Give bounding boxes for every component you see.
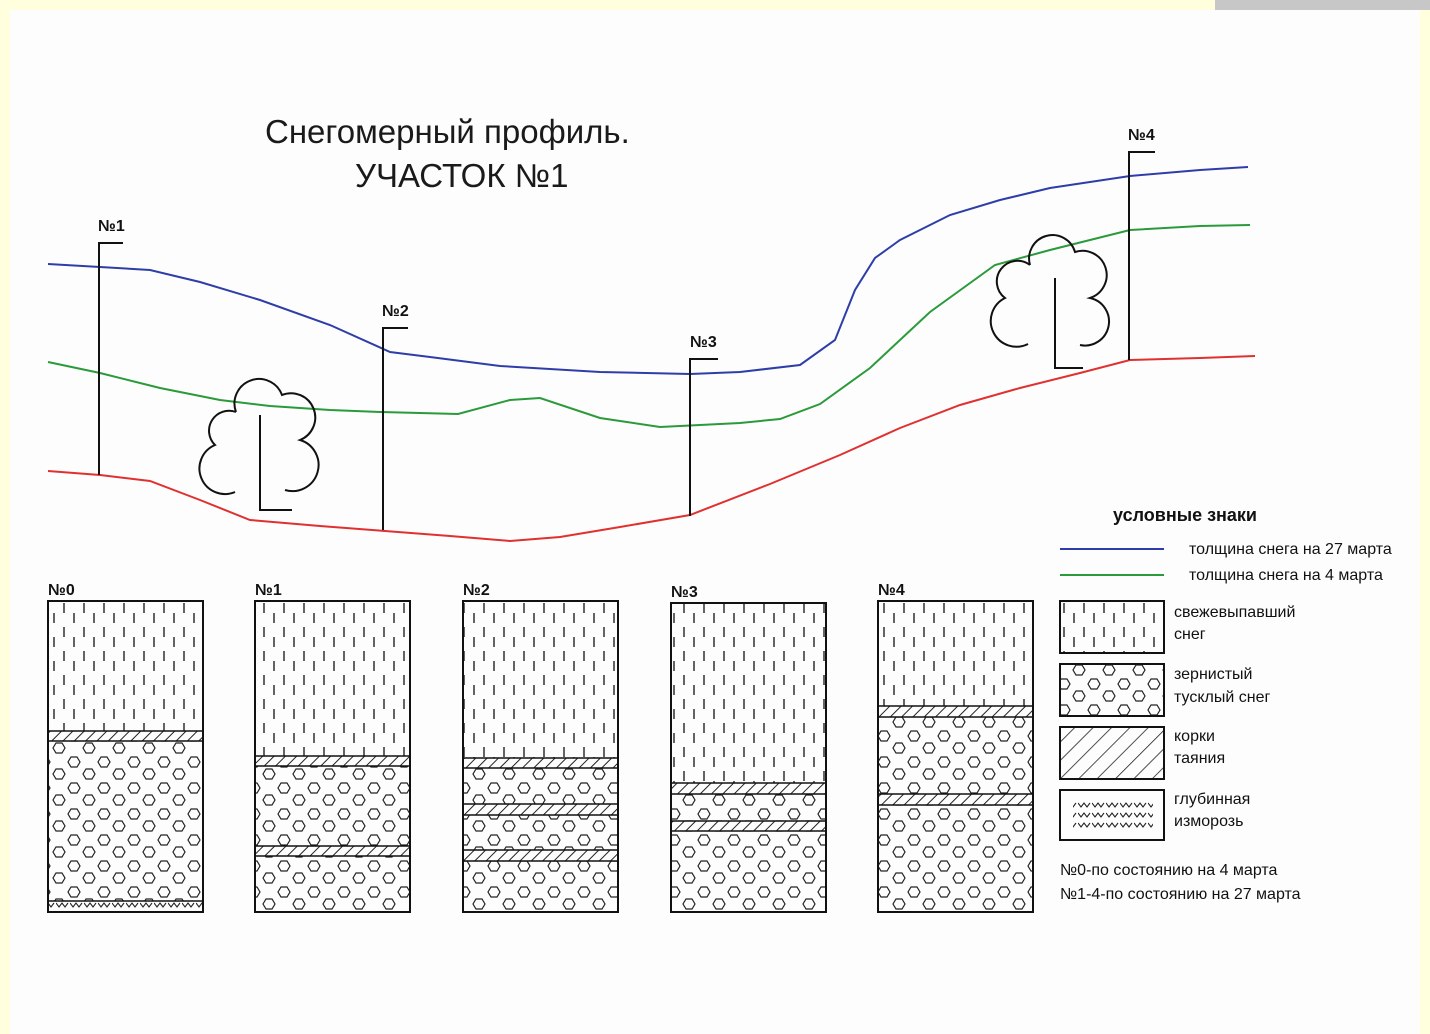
legend-crust-line2: таяния (1174, 750, 1225, 767)
legend-crust-line1: корки (1174, 728, 1215, 745)
legend-label-march4: толщина снега на 4 марта (1189, 567, 1383, 584)
legend-granular-line1: зернистый (1174, 666, 1253, 683)
column-label-1: №1 (255, 582, 282, 599)
column-label-4: №4 (878, 582, 905, 599)
column-label-0: №0 (48, 582, 75, 599)
station-pole-3: №3 (689, 334, 718, 516)
legend-hoar-line1: глубинная (1174, 791, 1250, 808)
column-3: №3 (670, 584, 827, 913)
station-label-1: №1 (98, 218, 125, 235)
tree-icon (989, 234, 1111, 369)
column-4: №4 (877, 582, 1034, 913)
legend-granular-line2: тусклый снег (1174, 689, 1270, 706)
column-label-2: №2 (463, 582, 490, 599)
tree-icon (198, 378, 320, 511)
column-0: №0 (47, 582, 204, 913)
snow-line-march27 (47, 166, 1249, 376)
legend-note-2: №1-4-по состоянию на 27 марта (1060, 886, 1301, 903)
column-1: №1 (254, 582, 411, 913)
station-pole-4: №4 (1128, 127, 1155, 360)
station-label-2: №2 (382, 303, 409, 320)
title-line-2: УЧАСТОК №1 (355, 157, 568, 194)
legend-hoar-line2: изморозь (1174, 813, 1243, 830)
station-pole-1: №1 (98, 218, 125, 475)
title-line-1: Снегомерный профиль. (265, 113, 630, 150)
snow-line-march4 (47, 224, 1251, 429)
legend-fresh-line1: свежевыпавший (1174, 604, 1295, 621)
legend-swatch-granular-snow (1059, 663, 1165, 717)
legend-note-1: №0-по состоянию на 4 марта (1060, 862, 1278, 879)
legend-swatch-depth-hoar (1059, 789, 1165, 841)
legend-label-march27: толщина снега на 27 марта (1189, 541, 1392, 558)
station-pole-2: №2 (382, 303, 409, 530)
legend-swatch-fresh-snow (1059, 600, 1165, 654)
ground-line (47, 355, 1256, 543)
column-2: №2 (462, 582, 619, 913)
legend-fresh-line2: снег (1174, 626, 1206, 643)
corner-tab (1215, 0, 1430, 10)
station-label-3: №3 (690, 334, 717, 351)
legend: условные знаки толщина снега на 27 марта… (1059, 505, 1392, 903)
legend-swatch-melt-crust (1059, 726, 1165, 780)
station-label-4: №4 (1128, 127, 1155, 144)
legend-swatch-depth-hoar-fill (1073, 802, 1153, 829)
column-label-3: №3 (671, 584, 698, 601)
legend-heading: условные знаки (1113, 505, 1257, 525)
